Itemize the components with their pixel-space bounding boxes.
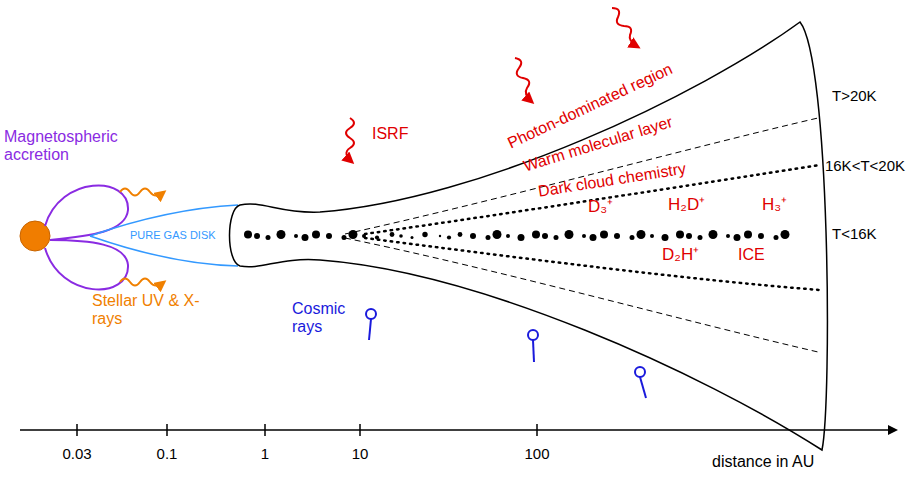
radiation-arrow: [346, 118, 354, 162]
molecule-label: D₂H⁺: [662, 246, 699, 265]
ice-label: ICE: [738, 246, 765, 264]
tick-label: 100: [524, 446, 549, 463]
radiation-arrow: [612, 8, 638, 47]
layer-boundary: [365, 238, 820, 290]
dust-grains: [244, 230, 790, 241]
tick-label: 0.1: [157, 446, 178, 463]
region-label: PURE GAS DISK: [130, 229, 216, 241]
molecule-label: D₃⁺: [588, 198, 613, 217]
tick-label: 1: [261, 446, 269, 463]
cosmic-ray: [366, 309, 646, 398]
stellar-arrow: [120, 189, 164, 196]
temperature-label: 16K<T<20K: [825, 158, 905, 175]
layer-boundary: [345, 238, 818, 352]
temperature-label: T>20K: [832, 88, 877, 105]
molecule-label: H₃⁺: [762, 196, 787, 215]
axis-ticks: [77, 424, 537, 436]
tick-label: 0.03: [62, 446, 91, 463]
tick-label: 10: [352, 446, 369, 463]
axis-label: distance in AU: [712, 453, 814, 471]
cosmic-ray-label: Cosmic rays: [292, 300, 362, 335]
radiation-label: ISRF: [372, 125, 408, 143]
molecule-label: H₂D⁺: [668, 196, 705, 215]
disk-outline: [230, 22, 828, 450]
axis-line: [20, 429, 896, 431]
stellar-arrow: [120, 279, 164, 286]
radiation-arrow: [515, 58, 532, 102]
radiation-label: Stellar UV & X-rays: [92, 292, 202, 327]
temperature-label: T<16K: [832, 226, 877, 243]
layer-label: Dark cloud chemistry: [537, 160, 687, 201]
magnetosphere-loop: [45, 185, 128, 289]
region-label: Magnetospheric accretion: [4, 128, 114, 163]
